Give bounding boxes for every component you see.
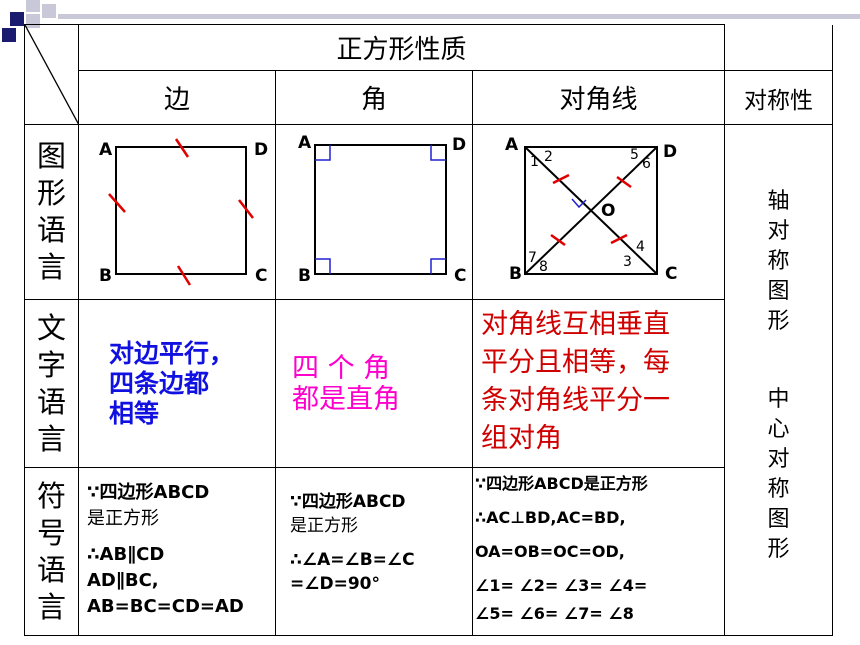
square-properties-table: 正方形性质 边 角 对角线 对称性 图形语言 A D B C bbox=[24, 24, 833, 636]
label-d: D bbox=[254, 140, 268, 160]
svg-text:7: 7 bbox=[528, 250, 537, 266]
symbol-angle: ∵四边形ABCD 是正方形 ∴∠A=∠B=∠C =∠D=90° bbox=[275, 467, 473, 636]
header-symmetry: 对称性 bbox=[724, 70, 833, 125]
text-diagonal: 对角线互相垂直 平分且相等，每 条对角线平分一 组对角 bbox=[472, 299, 725, 468]
table-title: 正方形性质 bbox=[78, 24, 725, 71]
label-c: C bbox=[454, 266, 466, 286]
label-a: A bbox=[99, 140, 113, 160]
axis-symmetry-text: 轴对称图形 bbox=[767, 189, 790, 334]
label-b: B bbox=[99, 266, 112, 286]
header-side: 边 bbox=[78, 70, 276, 125]
row-label-text: 文字语言 bbox=[24, 299, 79, 468]
svg-text:6: 6 bbox=[642, 156, 651, 172]
label-d: D bbox=[452, 135, 466, 155]
label-a: A bbox=[298, 133, 312, 153]
figure-diagonal: A D B C O 1 2 5 6 4 3 7 8 bbox=[472, 124, 725, 300]
label-b: B bbox=[509, 264, 522, 284]
figure-angle: A D B C bbox=[275, 124, 473, 300]
label-o: O bbox=[601, 201, 615, 221]
svg-text:3: 3 bbox=[623, 254, 632, 270]
label-d: D bbox=[663, 142, 677, 162]
svg-text:4: 4 bbox=[636, 239, 645, 255]
label-c: C bbox=[665, 264, 677, 284]
svg-text:2: 2 bbox=[544, 149, 553, 165]
svg-text:8: 8 bbox=[539, 259, 548, 275]
symbol-diagonal: ∵四边形ABCD是正方形 ∴AC⊥BD,AC=BD, OA=OB=OC=OD, … bbox=[472, 467, 725, 636]
header-angle: 角 bbox=[275, 70, 473, 125]
center-symmetry-text: 中心对称图形 bbox=[767, 387, 790, 562]
label-b: B bbox=[298, 266, 311, 286]
header-diagonal: 对角线 bbox=[472, 70, 725, 125]
text-side: 对边平行， 四条边都 相等 bbox=[78, 299, 276, 468]
label-c: C bbox=[255, 266, 267, 286]
svg-text:1: 1 bbox=[530, 154, 539, 170]
label-a: A bbox=[505, 135, 519, 155]
diagonal-header-corner bbox=[24, 24, 79, 125]
svg-text:5: 5 bbox=[630, 147, 639, 163]
symmetry-cell: 轴对称图形 中心对称图形 bbox=[724, 124, 833, 636]
row-label-figure: 图形语言 bbox=[24, 124, 79, 300]
text-angle: 四 个 角 都是直角 bbox=[275, 299, 473, 468]
row-label-symbol: 符号语言 bbox=[24, 467, 79, 636]
figure-side: A D B C bbox=[78, 124, 276, 300]
symbol-side: ∵四边形ABCD 是正方形 ∴AB∥CD AD∥BC, AB=BC=CD=AD bbox=[78, 467, 276, 636]
